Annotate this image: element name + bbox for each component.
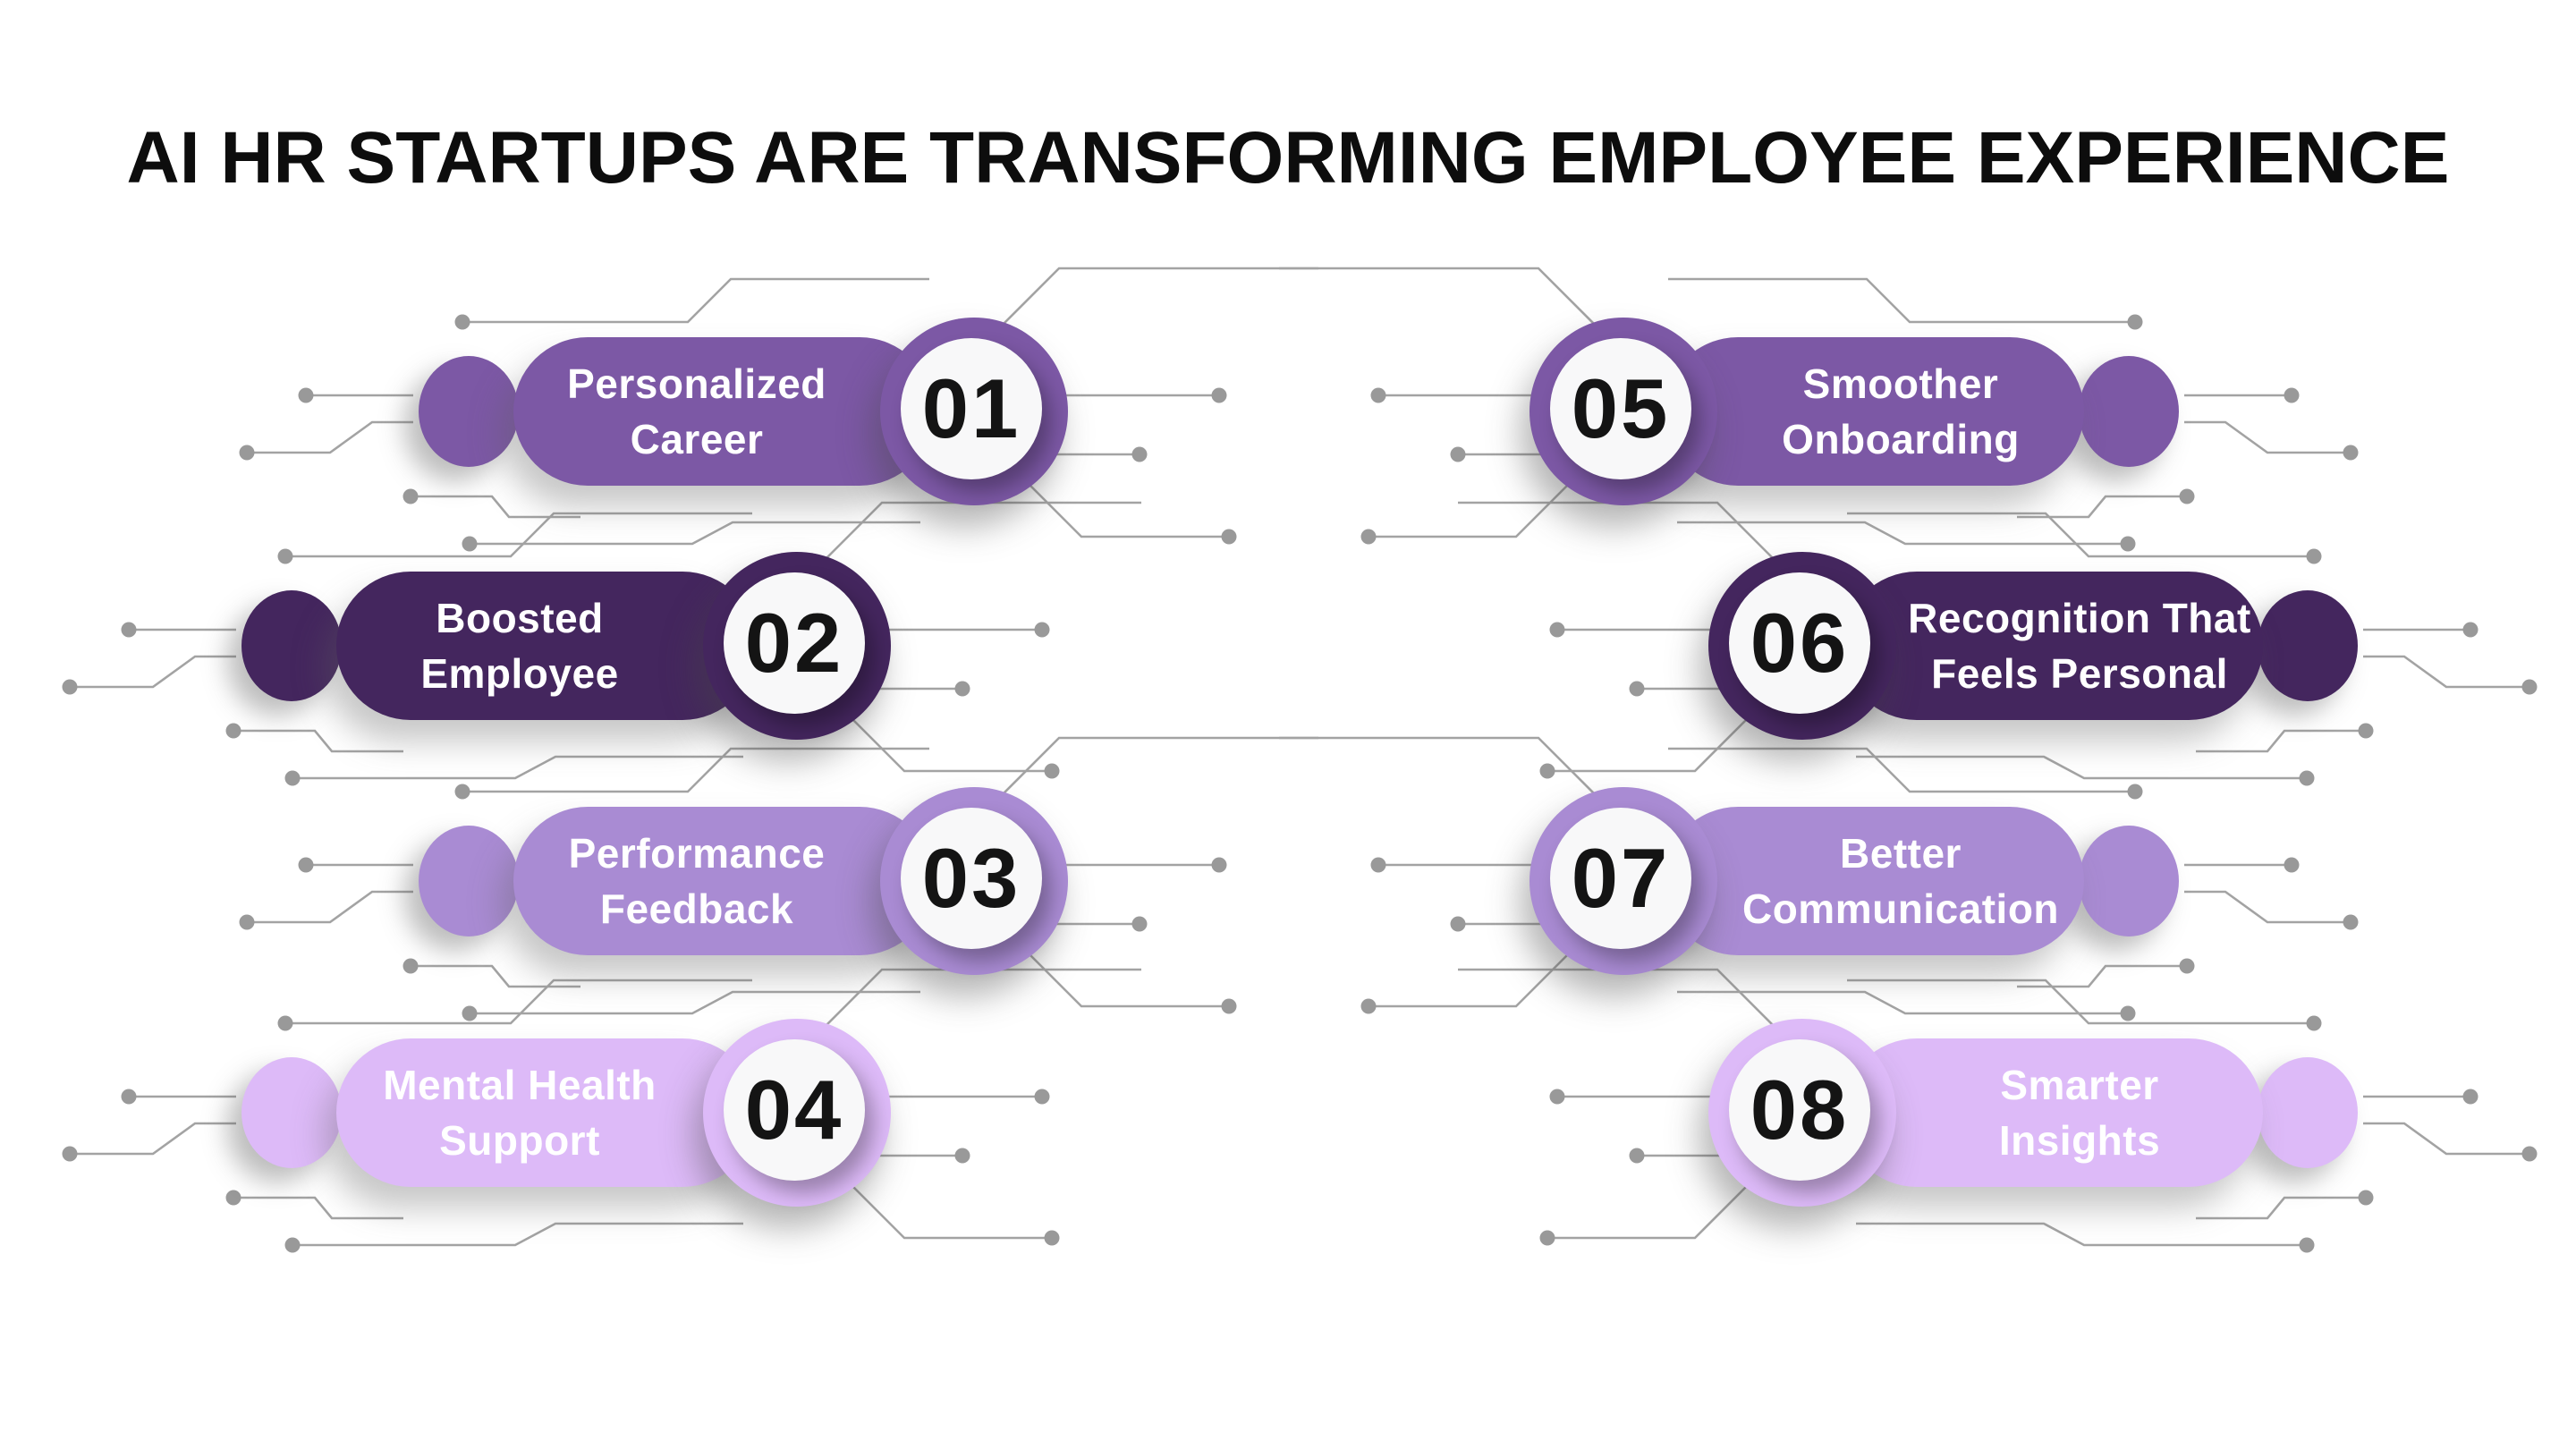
item-number-badge: 07 bbox=[1530, 787, 1717, 975]
accent-ellipse bbox=[2258, 1057, 2358, 1168]
item-pill: Mental Health Support bbox=[336, 1038, 757, 1187]
item-number-badge: 06 bbox=[1708, 552, 1896, 740]
item-number-circle: 07 bbox=[1550, 808, 1691, 949]
accent-ellipse bbox=[2079, 356, 2179, 467]
item-number-text: 07 bbox=[1571, 831, 1671, 925]
item-label: Better Communication bbox=[1741, 830, 2060, 932]
accent-ellipse bbox=[419, 826, 519, 936]
item-number-text: 02 bbox=[744, 596, 844, 690]
item-number-badge: 01 bbox=[880, 318, 1068, 505]
item-label: Performance Feedback bbox=[568, 830, 826, 932]
item-label: Personalized Career bbox=[567, 360, 826, 462]
item-number-badge: 08 bbox=[1708, 1019, 1896, 1207]
item-number-text: 01 bbox=[921, 361, 1021, 455]
item-label: Boosted Employee bbox=[420, 595, 619, 697]
item-pill: Better Communication bbox=[1664, 807, 2084, 955]
item-pill: Performance Feedback bbox=[513, 807, 934, 955]
item-pill: Smarter Insights bbox=[1843, 1038, 2263, 1187]
item-label: Mental Health Support bbox=[383, 1062, 657, 1164]
page-title: AI HR STARTUPS ARE TRANSFORMING EMPLOYEE… bbox=[126, 117, 2450, 199]
item-number-text: 06 bbox=[1750, 596, 1850, 690]
item-number-circle: 08 bbox=[1729, 1039, 1870, 1181]
item-pill: Smoother Onboarding bbox=[1664, 337, 2084, 486]
item-number-circle: 01 bbox=[901, 338, 1042, 479]
item-number-text: 05 bbox=[1571, 361, 1671, 455]
item-pill: Recognition That Feels Personal bbox=[1843, 572, 2263, 720]
item-number-text: 04 bbox=[744, 1063, 844, 1157]
accent-ellipse bbox=[2079, 826, 2179, 936]
item-pill: Boosted Employee bbox=[336, 572, 757, 720]
accent-ellipse bbox=[419, 356, 519, 467]
accent-ellipse bbox=[242, 1057, 342, 1168]
accent-ellipse bbox=[242, 590, 342, 701]
item-number-badge: 02 bbox=[703, 552, 891, 740]
accent-ellipse bbox=[2258, 590, 2358, 701]
item-number-text: 08 bbox=[1750, 1063, 1850, 1157]
item-label: Smarter Insights bbox=[1998, 1062, 2161, 1164]
item-number-circle: 06 bbox=[1729, 572, 1870, 714]
item-number-badge: 04 bbox=[703, 1019, 891, 1207]
item-number-badge: 05 bbox=[1530, 318, 1717, 505]
item-number-circle: 02 bbox=[724, 572, 865, 714]
item-label: Smoother Onboarding bbox=[1782, 360, 2020, 462]
item-pill: Personalized Career bbox=[513, 337, 934, 486]
item-number-circle: 05 bbox=[1550, 338, 1691, 479]
item-label: Recognition That Feels Personal bbox=[1908, 595, 2251, 697]
item-number-circle: 04 bbox=[724, 1039, 865, 1181]
item-number-text: 03 bbox=[921, 831, 1021, 925]
item-number-circle: 03 bbox=[901, 808, 1042, 949]
item-number-badge: 03 bbox=[880, 787, 1068, 975]
